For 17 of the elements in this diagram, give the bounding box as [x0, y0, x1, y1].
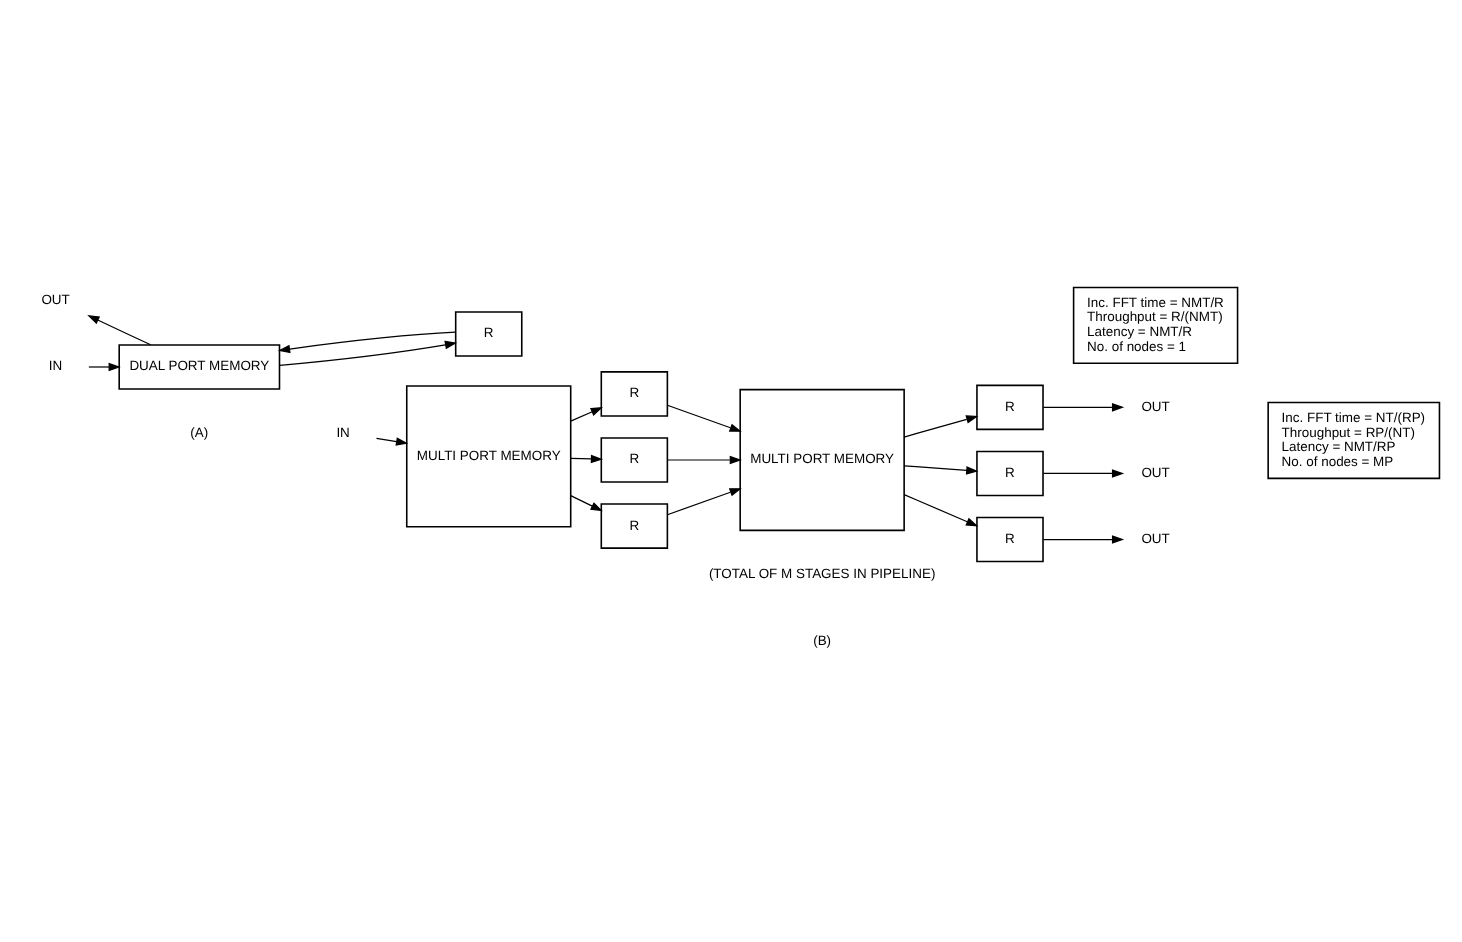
arrow: [903, 465, 979, 475]
arrow: [279, 340, 458, 366]
arrow: [666, 488, 742, 516]
arrow: [570, 454, 604, 464]
arrow: [277, 331, 456, 354]
arrow: [1042, 403, 1125, 412]
arrow: [570, 407, 603, 422]
arrow: [903, 415, 979, 438]
arrow: [1042, 469, 1125, 478]
arrow: [1042, 535, 1125, 544]
arrow: [375, 437, 409, 446]
arrow: [88, 362, 121, 372]
arrow: [87, 315, 152, 346]
arrow: [666, 455, 742, 465]
arrow: [903, 494, 979, 527]
arrow: [570, 495, 603, 512]
arrow: [666, 404, 742, 432]
